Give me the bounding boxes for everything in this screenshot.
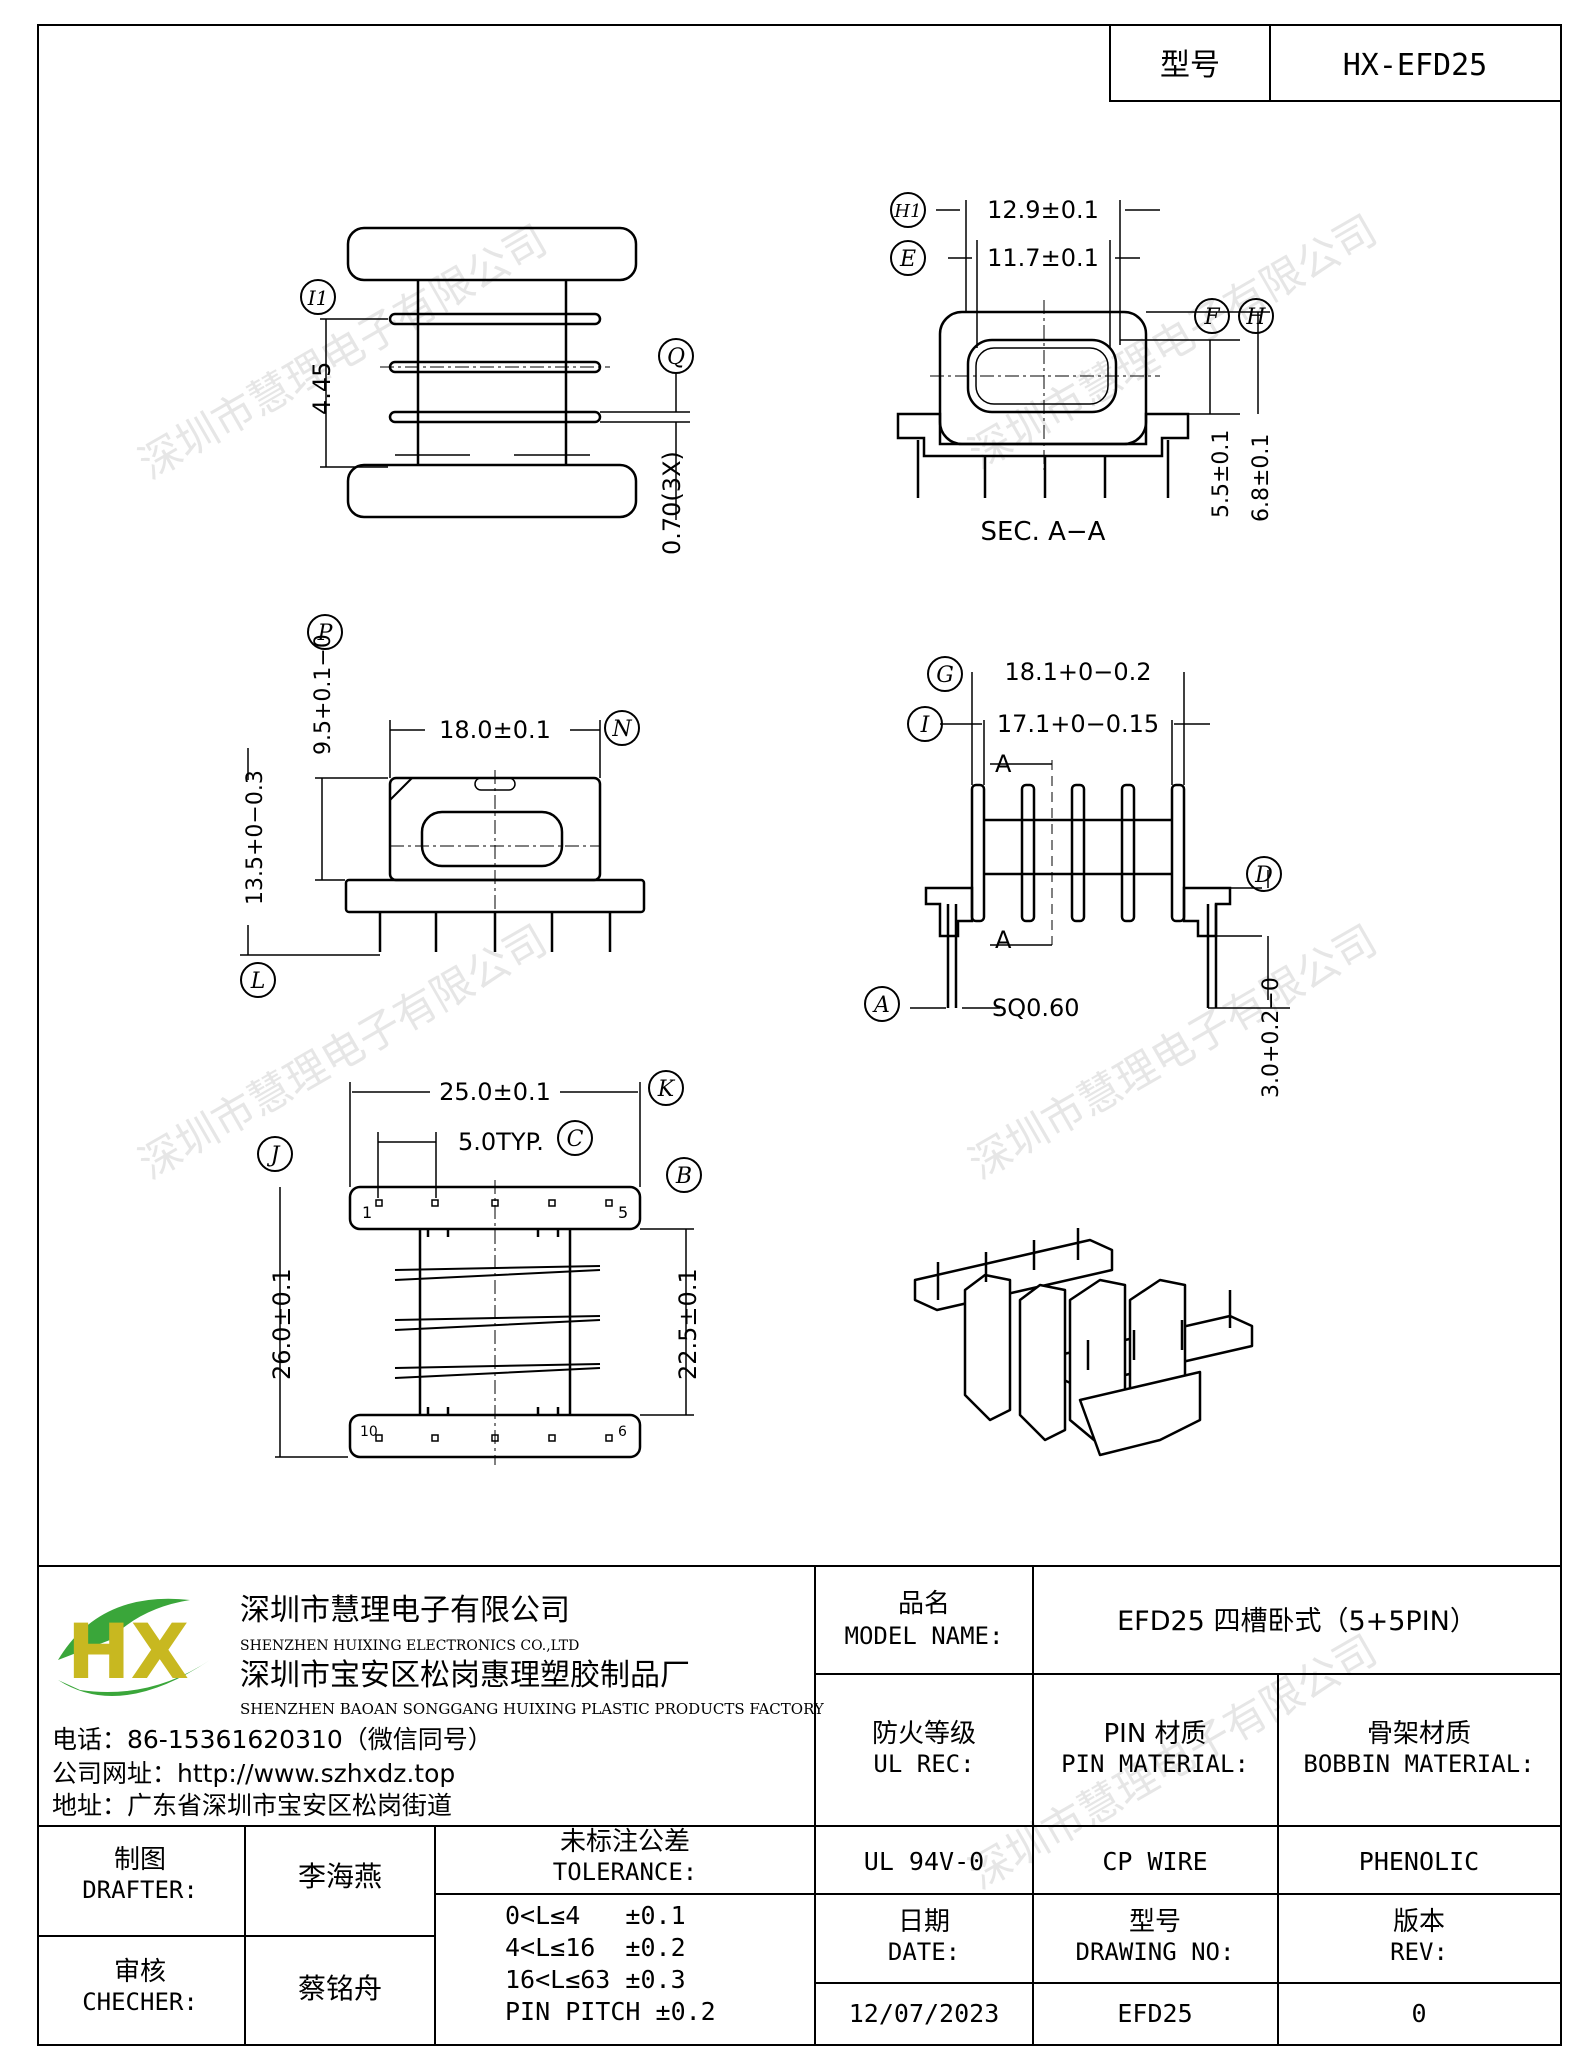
label-i: I bbox=[920, 713, 931, 738]
tolerance-row-3: 16<L≤63 ±0.3 bbox=[505, 1965, 686, 1994]
rev-value: 0 bbox=[1411, 1999, 1426, 2028]
pin-1: 1 bbox=[362, 1203, 372, 1222]
model-name-cn: 品名 bbox=[898, 1589, 950, 1619]
dim-5-5: 5.5±0.1 bbox=[1209, 430, 1234, 518]
tolerance-row-1: 0<L≤4 ±0.1 bbox=[505, 1901, 686, 1930]
dim-18-1: 18.1+0−0.2 bbox=[1004, 658, 1151, 686]
model-header: 型号 HX-EFD25 bbox=[1109, 24, 1562, 102]
checker-cn: 审核 bbox=[114, 1957, 166, 1987]
label-i1: I1 bbox=[307, 286, 329, 310]
drawing-no-value: EFD25 bbox=[1117, 1999, 1192, 2028]
label-a: A bbox=[872, 993, 890, 1018]
label-f: F bbox=[1203, 305, 1220, 330]
view-section-a-a bbox=[890, 192, 1274, 498]
company-website: 公司网址：http://www.szhxdz.top bbox=[52, 1759, 455, 1788]
company-name-cn: 深圳市慧理电子有限公司 bbox=[240, 1593, 570, 1628]
ul-rec-cn: 防火等级 bbox=[872, 1719, 976, 1749]
drafter-en: DRAFTER: bbox=[82, 1876, 198, 1904]
label-n: N bbox=[611, 717, 632, 742]
dim-25-0: 25.0±0.1 bbox=[439, 1078, 551, 1106]
checker-en: CHECHER: bbox=[82, 1988, 198, 2016]
dim-22-5: 22.5±0.1 bbox=[674, 1268, 702, 1380]
pin-material-value: CP WIRE bbox=[1102, 1847, 1207, 1876]
dim-13-5: 13.5+0−0.3 bbox=[243, 770, 268, 905]
label-e: E bbox=[899, 247, 916, 272]
watermark-1: 深圳市慧理电子有限公司 bbox=[131, 215, 556, 488]
dim-5-0: 5.0TYP. bbox=[458, 1128, 544, 1156]
tolerance-row-2: 4<L≤16 ±0.2 bbox=[505, 1933, 686, 1962]
drawing-no-cn: 型号 bbox=[1129, 1907, 1181, 1937]
date-en: DATE: bbox=[888, 1938, 960, 1966]
tolerance-row-4: PIN PITCH ±0.2 bbox=[505, 1997, 716, 2026]
sheet-border bbox=[37, 24, 1562, 2046]
sec-mark-top: A bbox=[995, 750, 1012, 778]
model-name-value: EFD25 四槽卧式（5+5PIN） bbox=[1117, 1606, 1477, 1637]
date-cn: 日期 bbox=[898, 1907, 950, 1937]
pin-10: 10 bbox=[360, 1424, 378, 1440]
ul-rec-value: UL 94V-0 bbox=[864, 1847, 984, 1876]
label-c: C bbox=[567, 1127, 584, 1152]
tolerance-title-en: TOLERANCE: bbox=[553, 1858, 698, 1886]
factory-name-cn: 深圳市宝安区松岗惠理塑胶制品厂 bbox=[240, 1658, 690, 1693]
dim-26-0: 26.0±0.1 bbox=[268, 1268, 296, 1380]
label-p: P bbox=[317, 621, 334, 646]
view-isometric bbox=[913, 1228, 1254, 1457]
view-front-mid-left bbox=[240, 614, 646, 998]
tolerance-title-cn: 未标注公差 bbox=[560, 1827, 690, 1857]
sec-mark-bottom: A bbox=[995, 926, 1012, 954]
view-side-mid-right bbox=[864, 656, 1290, 1022]
bobbin-material-value: PHENOLIC bbox=[1359, 1847, 1479, 1876]
logo-mark: HX bbox=[67, 1607, 189, 1696]
dim-4-45: 4.45 bbox=[308, 362, 336, 415]
pin-5: 5 bbox=[618, 1203, 628, 1222]
label-k: K bbox=[657, 1077, 676, 1102]
model-header-label: 型号 bbox=[1160, 48, 1220, 83]
pin-material-en: PIN MATERIAL: bbox=[1061, 1750, 1249, 1778]
rev-cn: 版本 bbox=[1393, 1907, 1445, 1937]
ul-rec-en: UL REC: bbox=[873, 1750, 974, 1778]
label-l: L bbox=[250, 969, 266, 994]
company-address: 地址：广东省深圳市宝安区松岗街道 bbox=[52, 1791, 452, 1820]
view-top-bottom-left bbox=[257, 1070, 702, 1465]
checker-name: 蔡铭舟 bbox=[298, 1972, 382, 2005]
dim-12-9: 12.9±0.1 bbox=[987, 196, 1099, 224]
model-name-en: MODEL NAME: bbox=[845, 1622, 1004, 1650]
model-header-value: HX-EFD25 bbox=[1343, 48, 1488, 83]
dim-17-1: 17.1+0−0.15 bbox=[997, 710, 1159, 738]
section-label: SEC. A−A bbox=[981, 517, 1106, 547]
drafter-name: 李海燕 bbox=[298, 1860, 382, 1893]
label-h: H bbox=[1245, 305, 1266, 330]
label-g: G bbox=[936, 663, 954, 688]
bobbin-material-en: BOBBIN MATERIAL: bbox=[1303, 1750, 1534, 1778]
watermark-4: 深圳市慧理电子有限公司 bbox=[961, 915, 1386, 1188]
dim-0-70: 0.70(3X) bbox=[658, 451, 686, 555]
dim-6-8: 6.8±0.1 bbox=[1249, 434, 1274, 522]
dim-3-0: 3.0+0.2−0 bbox=[1259, 977, 1284, 1098]
label-d: D bbox=[1254, 863, 1273, 888]
label-q: Q bbox=[667, 345, 685, 370]
company-phone: 电话：86-15361620310（微信同号） bbox=[52, 1725, 493, 1754]
label-h1: H1 bbox=[893, 201, 921, 222]
dim-11-7: 11.7±0.1 bbox=[987, 244, 1099, 272]
dim-18-0: 18.0±0.1 bbox=[439, 716, 551, 744]
pin-material-cn: PIN 材质 bbox=[1103, 1719, 1206, 1749]
drafter-cn: 制图 bbox=[114, 1845, 166, 1875]
bobbin-material-cn: 骨架材质 bbox=[1367, 1719, 1471, 1749]
dim-9-5: 9.5+0.1−0 bbox=[311, 634, 336, 755]
view-side-top-left bbox=[300, 226, 694, 520]
date-value: 12/07/2023 bbox=[849, 1999, 1000, 2028]
company-logo: HX bbox=[58, 1598, 210, 1696]
company-name-en: SHENZHEN HUIXING ELECTRONICS CO.,LTD bbox=[240, 1638, 579, 1654]
drawing-no-en: DRAWING NO: bbox=[1076, 1938, 1235, 1966]
label-b: B bbox=[675, 1164, 692, 1189]
pin-6: 6 bbox=[618, 1424, 627, 1440]
title-block-grid bbox=[38, 1565, 1561, 2045]
dim-sq0-60: SQ0.60 bbox=[992, 994, 1080, 1022]
factory-name-en: SHENZHEN BAOAN SONGGANG HUIXING PLASTIC … bbox=[240, 1700, 825, 1718]
label-j: J bbox=[267, 1143, 281, 1168]
rev-en: REV: bbox=[1390, 1938, 1448, 1966]
